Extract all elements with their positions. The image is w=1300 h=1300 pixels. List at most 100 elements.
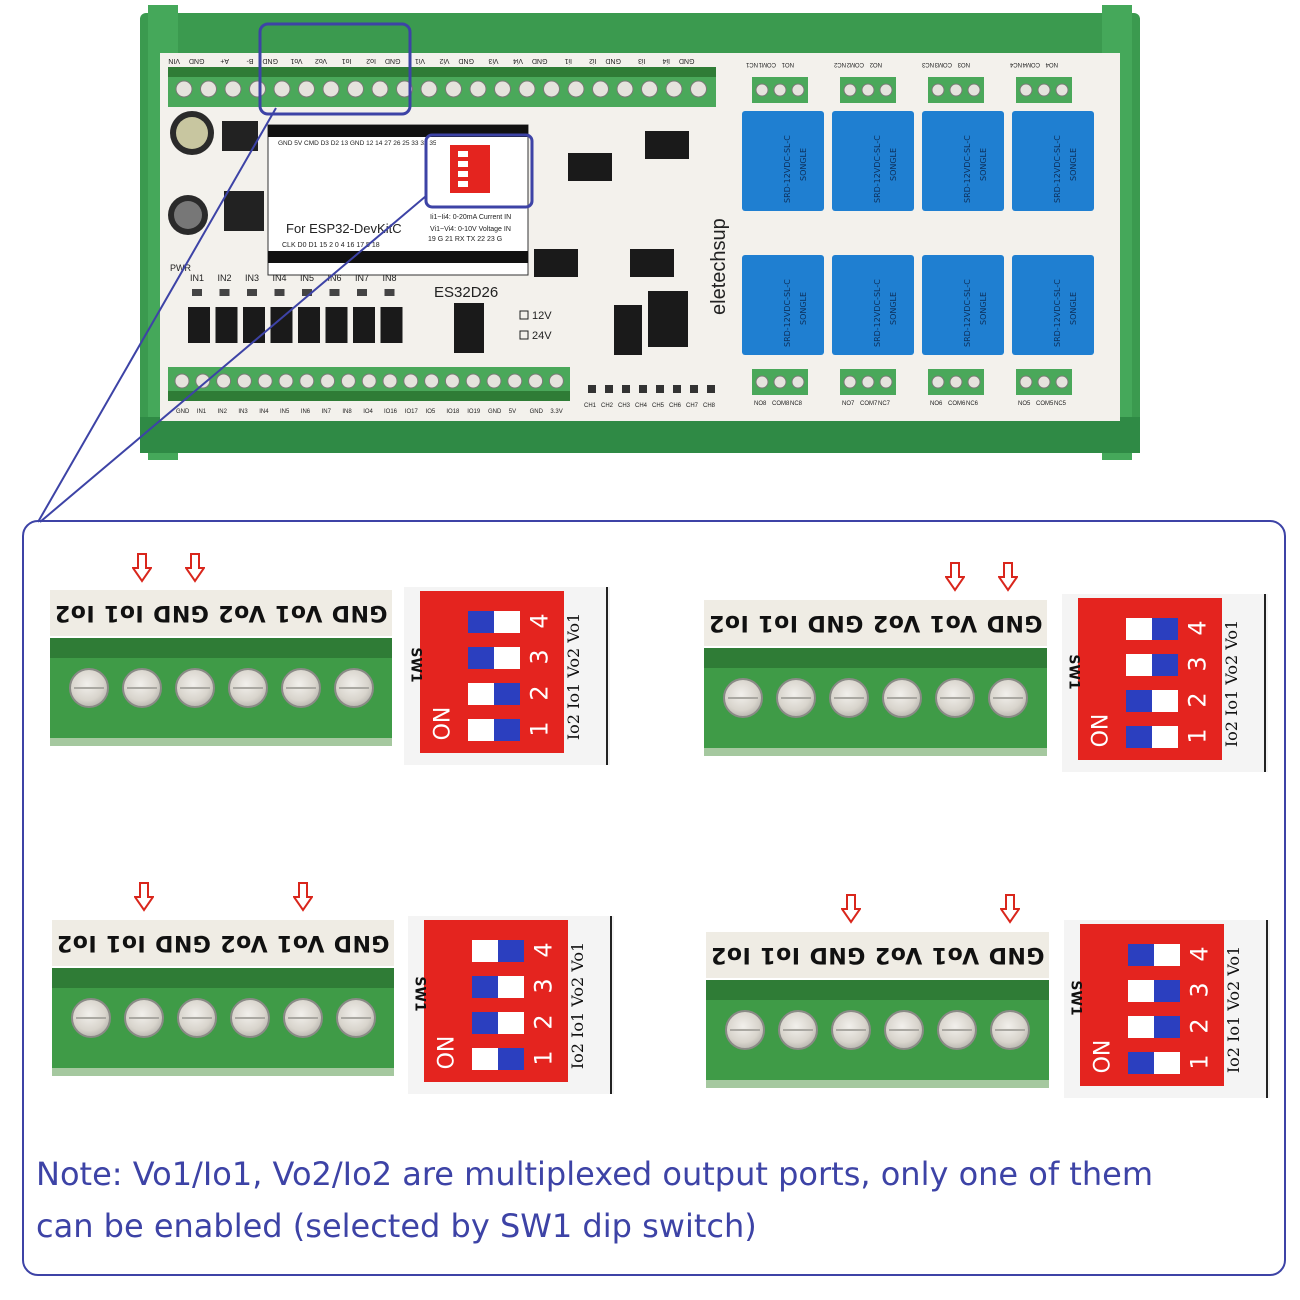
relay-terminal-label: NC8 bbox=[790, 401, 803, 407]
terminal-label: IN4 bbox=[259, 409, 269, 415]
dip-toggle-2[interactable] bbox=[472, 1012, 524, 1034]
terminal-label: IO4 bbox=[363, 409, 373, 415]
terminal-label-io2: Io2 bbox=[56, 930, 97, 956]
dip-toggle-3[interactable] bbox=[472, 976, 524, 998]
dip-toggle-knob[interactable] bbox=[494, 719, 520, 741]
terminal-screw[interactable] bbox=[227, 668, 268, 708]
relay-terminal-label: NO8 bbox=[754, 401, 767, 407]
terminal-screw bbox=[1019, 83, 1033, 97]
dip-toggle-knob[interactable] bbox=[1152, 618, 1178, 640]
terminal-screw[interactable] bbox=[828, 678, 869, 718]
terminal-label: Io1 bbox=[342, 57, 352, 64]
dip-toggle-3[interactable] bbox=[1128, 980, 1180, 1002]
terminal-screw[interactable] bbox=[176, 998, 217, 1038]
relay-terminal-label: COM8 bbox=[772, 401, 790, 407]
terminal-label-gnd: GND bbox=[154, 930, 211, 956]
dip-toggle-knob[interactable] bbox=[1128, 944, 1154, 966]
terminal-screw[interactable] bbox=[777, 1010, 818, 1050]
terminal-screw[interactable] bbox=[775, 678, 816, 718]
dip-toggle-knob[interactable] bbox=[1128, 1052, 1154, 1074]
terminal-label: VIN bbox=[168, 57, 180, 64]
relay-terminal-label: COM4 bbox=[1022, 61, 1040, 67]
terminal-label: A+ bbox=[220, 57, 229, 64]
dip-toggle-3[interactable] bbox=[468, 647, 520, 669]
terminal-screw[interactable] bbox=[937, 1010, 978, 1050]
terminal-screw[interactable] bbox=[882, 678, 923, 718]
terminal-screw[interactable] bbox=[282, 998, 323, 1038]
terminal-screw[interactable] bbox=[70, 998, 111, 1038]
terminal-screw[interactable] bbox=[830, 1010, 871, 1050]
terminal-screw[interactable] bbox=[722, 678, 763, 718]
terminal-label-io1: Io1 bbox=[759, 942, 800, 968]
esp-pin-labels-top: CLK D0 D1 15 2 0 4 16 17 5 18 bbox=[282, 242, 380, 249]
dip-toggle-knob[interactable] bbox=[468, 647, 494, 669]
terminal-screw[interactable] bbox=[988, 678, 1029, 718]
terminal-screw bbox=[791, 375, 805, 389]
selected-port-arrow-icon bbox=[133, 882, 154, 912]
terminal-screw[interactable] bbox=[724, 1010, 765, 1050]
dip-toggle-1[interactable] bbox=[1126, 726, 1178, 748]
terminal-screw[interactable] bbox=[884, 1010, 925, 1050]
terminal-label: Vi1 bbox=[415, 57, 425, 64]
terminal-screw[interactable] bbox=[229, 998, 270, 1038]
dip-toggle-4[interactable] bbox=[472, 940, 524, 962]
terminal-screw bbox=[298, 80, 315, 98]
terminal-label-gnd: GND bbox=[333, 930, 390, 956]
relay-terminal-label: NC4 bbox=[1009, 61, 1022, 67]
relay-terminal-label: COM7 bbox=[860, 401, 878, 407]
channel-led bbox=[656, 385, 664, 393]
dip-toggle-1[interactable] bbox=[1128, 1052, 1180, 1074]
selected-port-arrow-icon bbox=[1000, 894, 1021, 924]
channel-label: CH1 bbox=[584, 403, 597, 409]
dip-number-label: 1 bbox=[1185, 1054, 1214, 1070]
terminal-screw[interactable] bbox=[68, 668, 109, 708]
dip-toggle-2[interactable] bbox=[468, 683, 520, 705]
terminal-screw[interactable] bbox=[333, 668, 374, 708]
dip-toggle-knob[interactable] bbox=[1154, 980, 1180, 1002]
dip-toggle-knob[interactable] bbox=[498, 1048, 524, 1070]
channel-label: CH4 bbox=[635, 403, 648, 409]
terminal-label-vo2: Vo2 bbox=[217, 600, 266, 626]
terminal-screw bbox=[1055, 375, 1069, 389]
terminal-screw[interactable] bbox=[280, 668, 321, 708]
terminal-screw bbox=[424, 373, 440, 389]
terminal-label: B- bbox=[246, 57, 254, 64]
dip-number-label: 4 bbox=[529, 942, 558, 958]
dip-toggle-2[interactable] bbox=[1128, 1016, 1180, 1038]
dip-toggle-knob[interactable] bbox=[472, 1012, 498, 1034]
terminal-screw[interactable] bbox=[990, 1010, 1031, 1050]
model-label: ES32D26 bbox=[434, 284, 498, 301]
dip-toggle-knob[interactable] bbox=[1126, 726, 1152, 748]
terminal-label: Ii3 bbox=[638, 57, 646, 64]
dip-toggle-1[interactable] bbox=[472, 1048, 524, 1070]
dip-toggle-4[interactable] bbox=[468, 611, 520, 633]
terminal-screw[interactable] bbox=[121, 668, 162, 708]
terminal-block-top-edge bbox=[706, 980, 1049, 1000]
dip-toggle-knob[interactable] bbox=[498, 940, 524, 962]
dip-toggle-knob[interactable] bbox=[1126, 690, 1152, 712]
dip-toggle-2[interactable] bbox=[1126, 690, 1178, 712]
dip-toggle-4[interactable] bbox=[1128, 944, 1180, 966]
voltage-option: 24V bbox=[532, 330, 552, 342]
note-line-2: can be enabled (selected by SW1 dip swit… bbox=[36, 1207, 757, 1245]
dip-toggle-knob[interactable] bbox=[472, 976, 498, 998]
optocoupler bbox=[243, 307, 265, 343]
dip-toggle-knob[interactable] bbox=[468, 611, 494, 633]
terminal-screw[interactable] bbox=[935, 678, 976, 718]
dip-toggle-3[interactable] bbox=[1126, 654, 1178, 676]
relay-brand-text: SONGLE bbox=[979, 148, 988, 181]
relay-brand-text: SONGLE bbox=[1069, 148, 1078, 181]
terminal-screw[interactable] bbox=[123, 998, 164, 1038]
dip-toggle-knob[interactable] bbox=[494, 683, 520, 705]
dip-on-label: ON bbox=[434, 1035, 460, 1070]
relay-terminal-label: NO3 bbox=[957, 61, 970, 67]
dip-toggle-1[interactable] bbox=[468, 719, 520, 741]
dip-toggle-knob[interactable] bbox=[1154, 1016, 1180, 1038]
terminal-screw[interactable] bbox=[174, 668, 215, 708]
relay-brand-text: SONGLE bbox=[889, 148, 898, 181]
terminal-screw[interactable] bbox=[335, 998, 376, 1038]
esp-header-pin-labels: GND 5V CMD D3 D2 13 GND 12 14 27 26 25 3… bbox=[278, 140, 489, 147]
dip-toggle-knob[interactable] bbox=[1152, 654, 1178, 676]
dip-toggle-4[interactable] bbox=[1126, 618, 1178, 640]
